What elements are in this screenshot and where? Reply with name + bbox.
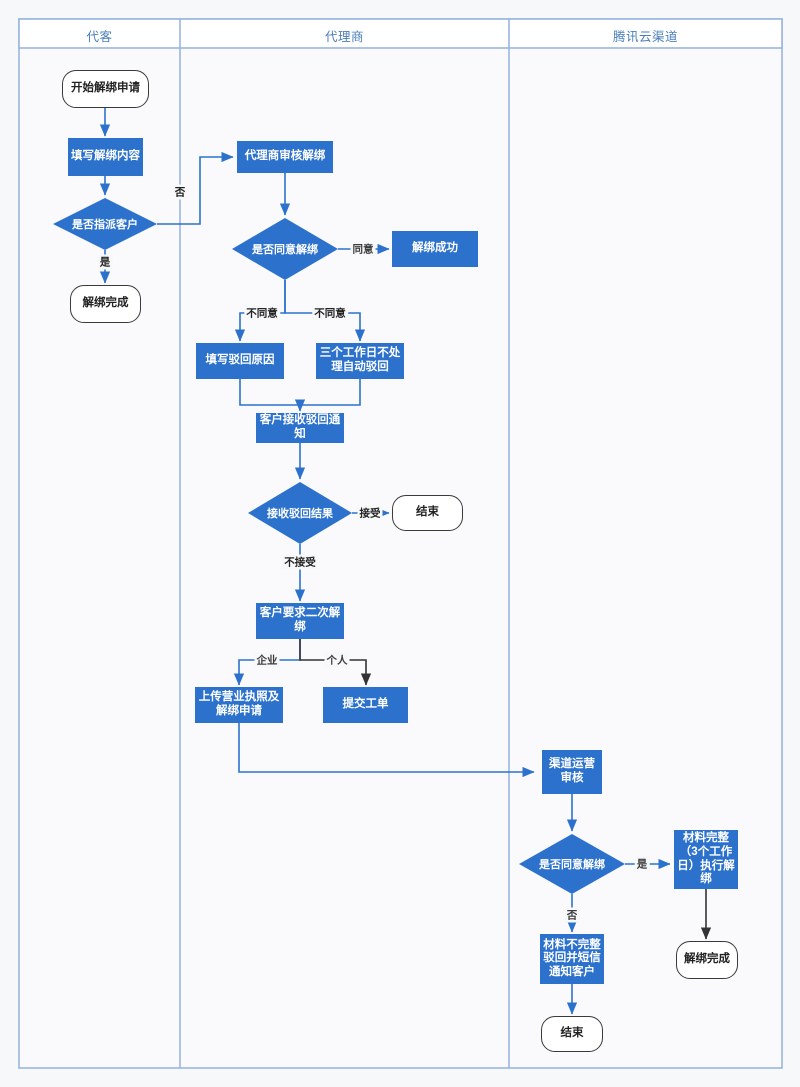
node-start-unbind-request[interactable]: 开始解绑申请 (62, 70, 149, 108)
edge-n8-n10 (239, 379, 306, 412)
lane-header-tencent: 腾讯云渠道 (612, 30, 678, 44)
node-auto-reject-3days[interactable]: 三个工作日不处理自动驳回 (316, 343, 404, 379)
edge-label-bujieshou: 不接受 (282, 554, 318, 570)
node-upload-license-and-application[interactable]: 上传营业执照及解绑申请 (195, 687, 283, 723)
node-materials-incomplete-reject-sms[interactable]: 材料不完整驳回并短信通知客户 (540, 934, 604, 984)
edge-label-shi-channel: 是 (634, 856, 650, 872)
decision-shapes (53, 198, 625, 894)
node-customer-request-second-unbind[interactable]: 客户要求二次解绑 (256, 603, 344, 639)
diamond-n17 (519, 834, 625, 894)
diamond-n11 (248, 482, 352, 544)
node-end-right[interactable]: 结束 (541, 1016, 603, 1052)
lane-header-daike: 代客 (86, 30, 113, 44)
edge-label-butongyi-1: 不同意 (244, 305, 280, 321)
edge-label-fou-assign: 否 (172, 184, 188, 200)
diamond-n3 (53, 198, 157, 250)
lane-header-dailishang: 代理商 (324, 30, 364, 44)
node-submit-ticket[interactable]: 提交工单 (323, 687, 408, 723)
diamond-n6 (232, 218, 338, 280)
node-end-middle[interactable]: 结束 (392, 495, 463, 531)
node-fill-reject-reason[interactable]: 填写驳回原因 (196, 343, 284, 379)
edge-label-butongyi-2: 不同意 (312, 305, 348, 321)
node-customer-receive-reject-notice[interactable]: 客户接收驳回通知 (256, 413, 344, 443)
edge-label-qiye: 企业 (254, 652, 280, 668)
edge-n3-n5 (157, 151, 234, 225)
edge-label-geren: 个人 (324, 652, 350, 668)
swimlane-frame (18, 18, 783, 1069)
node-unbind-done-left[interactable]: 解绑完成 (70, 285, 141, 323)
edge-label-jieshou: 接受 (357, 505, 383, 521)
edge-n9-n10 (300, 379, 361, 406)
node-channel-operation-review[interactable]: 渠道运营审核 (542, 750, 602, 794)
node-agent-review-unbind[interactable]: 代理商审核解绑 (237, 141, 333, 173)
edge-label-shi-assign: 是 (97, 254, 113, 270)
node-fill-unbind-content[interactable]: 填写解绑内容 (68, 138, 143, 176)
node-unbind-success[interactable]: 解绑成功 (392, 231, 478, 267)
node-unbind-done-right[interactable]: 解绑完成 (676, 941, 738, 979)
edge-n14-n16 (238, 723, 535, 778)
node-materials-complete-execute-unbind[interactable]: 材料完整（3个工作日）执行解绑 (674, 830, 738, 889)
edge-label-tongyi: 同意 (350, 241, 376, 257)
edge-label-fou-channel: 否 (564, 907, 580, 923)
